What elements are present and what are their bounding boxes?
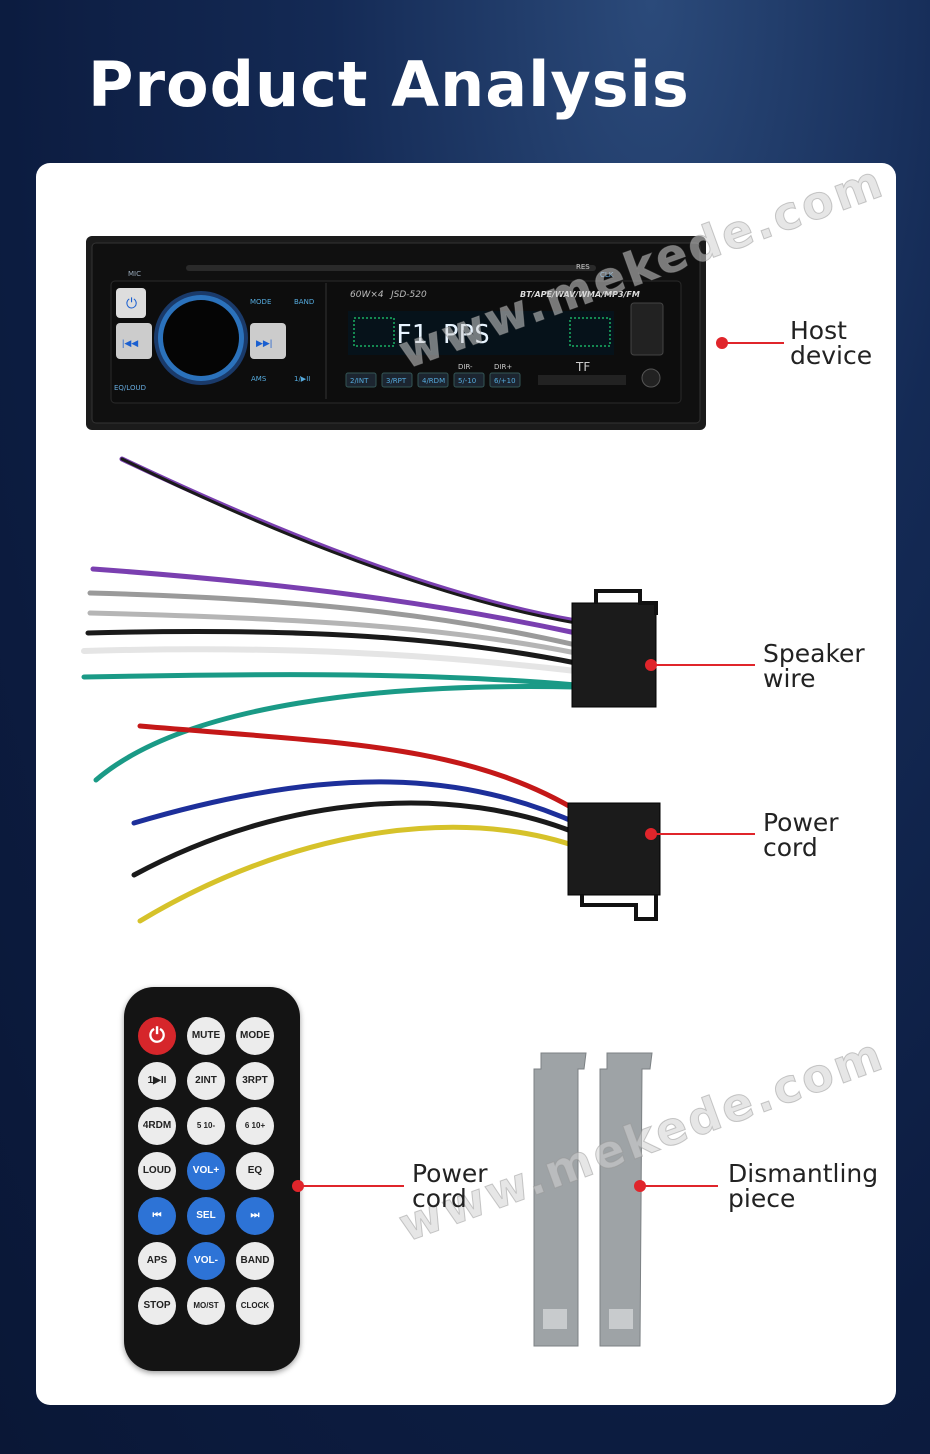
remote-button: ⏮	[138, 1197, 176, 1235]
dir-plus-label: DIR+	[494, 363, 512, 371]
tf-label: TF	[575, 360, 590, 374]
preset-label: 6/+10	[494, 377, 516, 385]
res-label: RES	[576, 263, 590, 271]
remote-button: 1▶II	[138, 1062, 176, 1100]
power-icon: ⏻	[126, 295, 137, 311]
preset-label: 2/INT	[350, 377, 369, 385]
preset-button	[345, 372, 377, 388]
dismantle-piece-left	[533, 1052, 587, 1347]
wire-harness-image	[81, 456, 661, 924]
page-title: Product Analysis	[88, 48, 690, 121]
callout-line	[298, 1185, 404, 1187]
remote-control: ⏻ MUTE MODE 1▶II 2INT 3RPT 4RDM 5 10- 6 10+ LOUD V…	[124, 987, 300, 1371]
callout-line	[651, 833, 755, 835]
wire-purple	[90, 566, 579, 636]
wire-teal-end	[93, 684, 579, 783]
prev-icon: |◀◀	[122, 338, 138, 348]
dismantle-piece-right	[599, 1052, 653, 1347]
remote-button: ⏭	[236, 1197, 274, 1235]
aux-jack	[641, 368, 661, 388]
wire-gray	[87, 590, 579, 648]
remote-button: 2INT	[187, 1062, 225, 1100]
remote-button: STOP	[138, 1287, 176, 1325]
remote-button: 5 10-	[187, 1107, 225, 1145]
remote-button: MUTE	[187, 1017, 225, 1055]
play-label: 1/▶II	[294, 375, 310, 383]
remote-button: MO/ST	[187, 1287, 225, 1325]
remote-button: CLOCK	[236, 1287, 274, 1325]
display-text: F1 PPS	[396, 320, 490, 350]
remote-button: BAND	[236, 1242, 274, 1280]
remote-button: SEL	[187, 1197, 225, 1235]
dismantling-pieces-image	[533, 1052, 653, 1347]
remote-button: 4RDM	[138, 1107, 176, 1145]
remote-button: LOUD	[138, 1152, 176, 1190]
remote-button: 6 10+	[236, 1107, 274, 1145]
remote-button: VOL-	[187, 1242, 225, 1280]
preset-button	[453, 372, 485, 388]
remote-button: 3RPT	[236, 1062, 274, 1100]
wire-gray-black	[87, 610, 579, 656]
wire-black-power	[131, 800, 584, 878]
speaker-connector	[571, 589, 658, 708]
callout-line	[640, 1185, 718, 1187]
preset-label: 3/RPT	[386, 377, 407, 385]
usb-port	[630, 302, 664, 356]
remote-button: VOL+	[187, 1152, 225, 1190]
remote-button: MODE	[236, 1017, 274, 1055]
mic-label: MIC	[128, 270, 141, 278]
wire-teal	[81, 672, 579, 688]
wire-red	[137, 723, 584, 816]
mode-label: MODE	[250, 298, 271, 306]
remote-button: APS	[138, 1242, 176, 1280]
dir-minus-label: DIR-	[458, 363, 473, 371]
remote-power-button: ⏻	[138, 1017, 176, 1055]
clk-label: CLK	[600, 271, 614, 279]
eq-label: EQ/LOUD	[114, 384, 146, 392]
host-device-image: MIC RES CLK ⏻ |◀◀ ▶▶| EQ/LOUD MODE BAND …	[86, 236, 706, 430]
ams-label: AMS	[251, 375, 267, 383]
callout-line	[651, 664, 755, 666]
remote-button: EQ	[236, 1152, 274, 1190]
preset-label: 5/-10	[458, 377, 476, 385]
spec-label: 60W×4	[350, 290, 384, 300]
formats-label: BT/APE/WAV/WMA/MP3/FM	[520, 290, 640, 299]
wire-blue	[131, 779, 584, 828]
preset-button	[489, 372, 521, 388]
power-connector	[567, 802, 661, 921]
preset-button	[381, 372, 413, 388]
wire-black	[85, 629, 579, 666]
band-label: BAND	[294, 298, 314, 306]
callout-line	[722, 342, 784, 344]
next-icon: ▶▶|	[256, 338, 272, 348]
content-panel: MIC RES CLK ⏻ |◀◀ ▶▶| EQ/LOUD MODE BAND …	[36, 163, 896, 1405]
model-label: JSD-520	[389, 290, 427, 300]
wire-white	[81, 646, 579, 674]
preset-label: 4/RDM	[422, 377, 445, 385]
wire-yellow	[137, 824, 584, 924]
preset-button	[417, 372, 449, 388]
